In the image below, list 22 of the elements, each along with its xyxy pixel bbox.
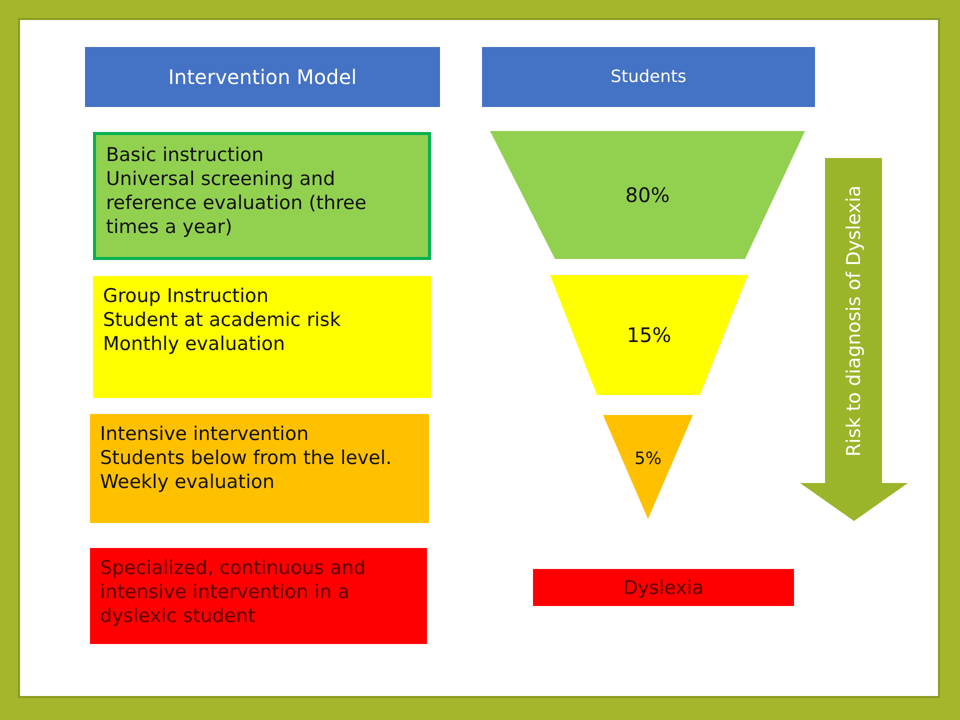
- arrow-label: Risk to diagnosis of Dyslexia: [843, 184, 865, 456]
- header-bar: [482, 47, 815, 107]
- card-text: Students below from the level. Weekly evaluation: [100, 446, 393, 494]
- card-text: Basic instruction: [106, 143, 265, 167]
- header-title: Students: [610, 66, 686, 89]
- percentage-label: 5%: [634, 448, 662, 469]
- card-text: Specialized, continuous and intensive intervention in a dyslexic student: [100, 556, 367, 628]
- card-text: Universal screening and reference evaluation (three times a year): [106, 167, 368, 239]
- card-text: Student at academic risk: [103, 308, 342, 332]
- tier-card: [90, 548, 427, 644]
- header-title: Intervention Model: [168, 65, 357, 89]
- percentage-label: 80%: [625, 183, 670, 207]
- outcome-bar: [533, 569, 794, 606]
- header-bar: [85, 47, 440, 107]
- card-text: Monthly evaluation: [103, 332, 286, 356]
- card-text: Intensive intervention: [100, 422, 310, 446]
- tier-card: [90, 414, 429, 523]
- percentage-label: 15%: [626, 323, 672, 347]
- card-text: Group Instruction: [103, 284, 270, 308]
- tier-card: [93, 132, 431, 260]
- outcome-label: Dyslexia: [623, 576, 704, 600]
- tier-card: [93, 276, 431, 398]
